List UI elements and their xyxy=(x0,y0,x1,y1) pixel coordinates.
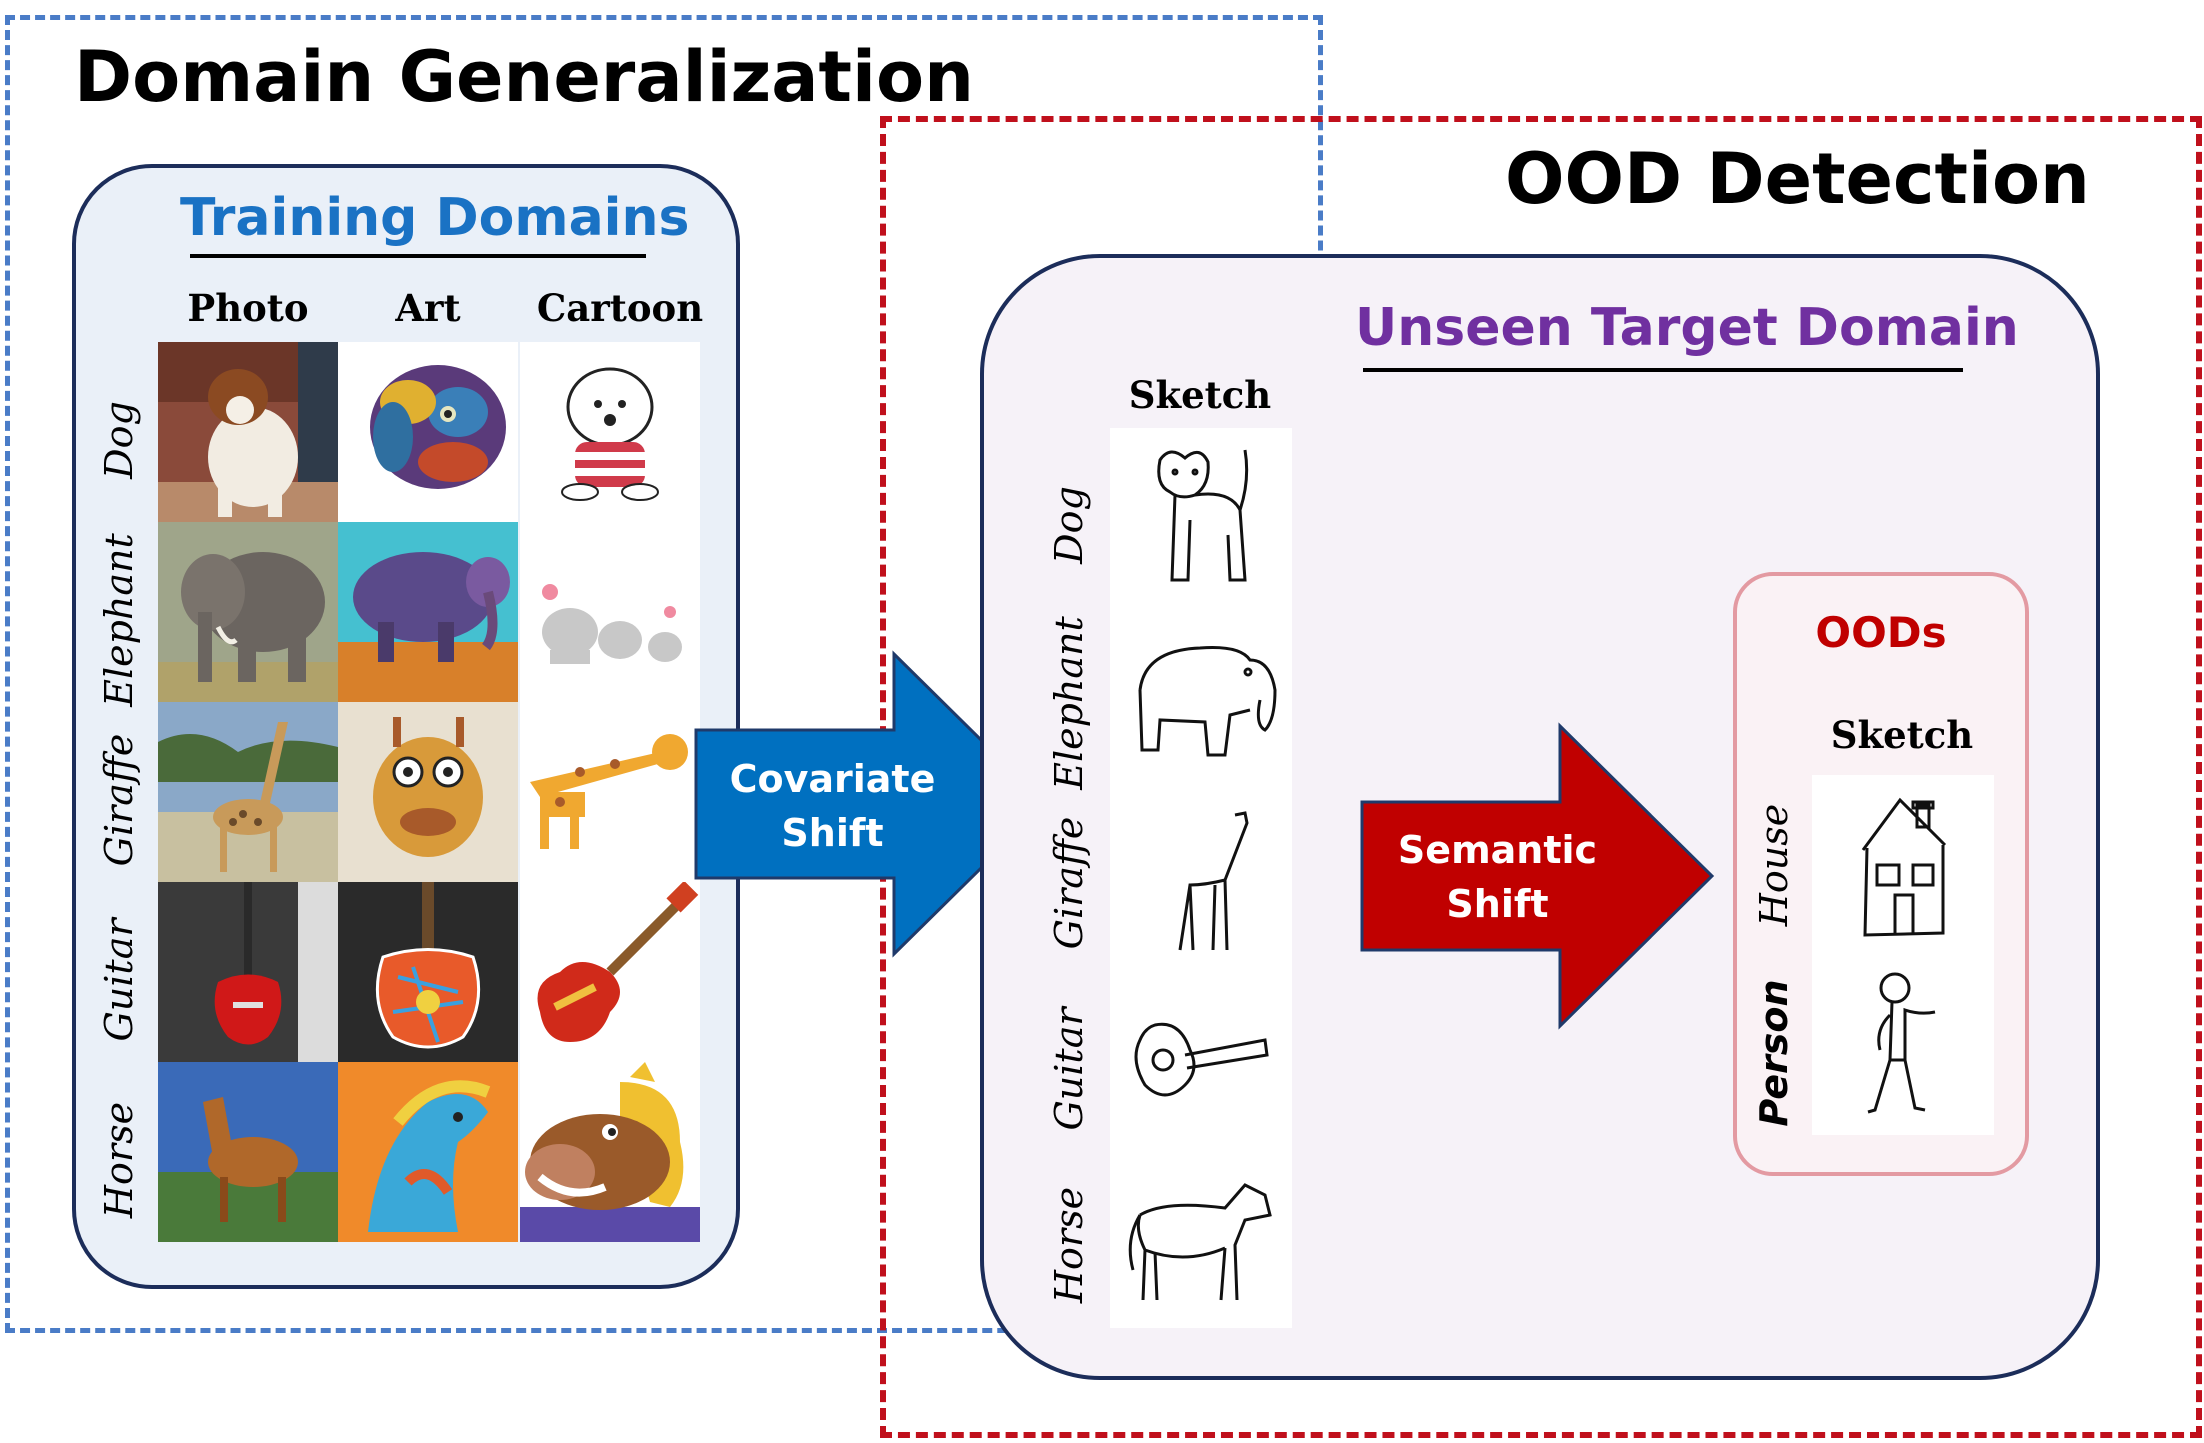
semantic-shift-arrow xyxy=(1360,722,1715,1030)
photo-guitar-image xyxy=(158,882,338,1062)
domain-generalization-title: Domain Generalization xyxy=(74,36,974,118)
photo-giraffe-image xyxy=(158,702,338,882)
covariate-label-line-2: Shift xyxy=(781,811,884,855)
sketch-horse-drawing xyxy=(1128,1183,1272,1301)
art-guitar-image xyxy=(338,882,518,1062)
art-elephant-image xyxy=(338,522,518,702)
covariate-shift-label: Covariate Shift xyxy=(710,752,955,860)
sketch-person-drawing xyxy=(1867,972,1936,1114)
sketch-elephant-drawing xyxy=(1138,646,1277,757)
ood-detection-title: OOD Detection xyxy=(1505,138,2090,220)
sketch-guitar-drawing xyxy=(1134,1022,1269,1097)
column-label-photo: Photo xyxy=(187,286,309,330)
target-row-label-guitar: Guitar xyxy=(1047,1007,1091,1131)
training-domains-underline xyxy=(190,254,646,258)
column-label-art: Art xyxy=(395,286,461,330)
target-row-label-dog: Dog xyxy=(1047,486,1091,564)
ood-column-label-sketch: Sketch xyxy=(1830,713,1974,757)
art-horse-image xyxy=(338,1062,518,1242)
covariate-label-line-1: Covariate xyxy=(729,757,936,801)
art-dog-image xyxy=(338,342,518,522)
sketch-giraffe-drawing xyxy=(1178,811,1249,951)
target-row-label-giraffe: Giraffe xyxy=(1047,816,1091,950)
target-row-label-elephant: Elephant xyxy=(1047,616,1091,790)
row-label-dog: Dog xyxy=(97,401,141,479)
photo-horse-image xyxy=(158,1062,338,1242)
row-label-elephant: Elephant xyxy=(97,533,141,707)
target-sketch-column xyxy=(1110,428,1292,1328)
target-row-label-horse: Horse xyxy=(1047,1186,1091,1304)
semantic-shift-label: Semantic Shift xyxy=(1375,823,1620,931)
covariate-shift-arrow xyxy=(694,650,1049,958)
cartoon-horse-image xyxy=(520,1062,700,1242)
photo-dog-image xyxy=(158,342,338,522)
cartoon-guitar-image xyxy=(520,882,700,1062)
target-column-label-sketch: Sketch xyxy=(1128,373,1272,417)
row-label-giraffe: Giraffe xyxy=(97,733,141,867)
cartoon-elephant-image xyxy=(520,522,700,702)
unseen-target-domain-underline xyxy=(1363,368,1963,372)
ood-row-label-person: Person xyxy=(1752,979,1796,1127)
row-label-horse: Horse xyxy=(97,1101,141,1219)
column-label-cartoon: Cartoon xyxy=(536,286,704,330)
photo-elephant-image xyxy=(158,522,338,702)
sketch-dog-drawing xyxy=(1157,449,1249,582)
art-giraffe-image xyxy=(338,702,518,882)
unseen-target-domain-title: Unseen Target Domain xyxy=(1355,298,2019,358)
cartoon-giraffe-image xyxy=(520,702,700,882)
row-label-guitar: Guitar xyxy=(97,918,141,1042)
semantic-label-line-2: Shift xyxy=(1446,882,1549,926)
training-domains-title: Training Domains xyxy=(180,188,690,248)
ood-sketch-column xyxy=(1812,775,1994,1135)
cartoon-dog-image xyxy=(520,342,700,522)
semantic-label-line-1: Semantic xyxy=(1397,828,1598,872)
oods-title: OODs xyxy=(1815,608,1947,657)
sketch-house-drawing xyxy=(1861,797,1947,937)
ood-row-label-house: House xyxy=(1752,803,1796,927)
